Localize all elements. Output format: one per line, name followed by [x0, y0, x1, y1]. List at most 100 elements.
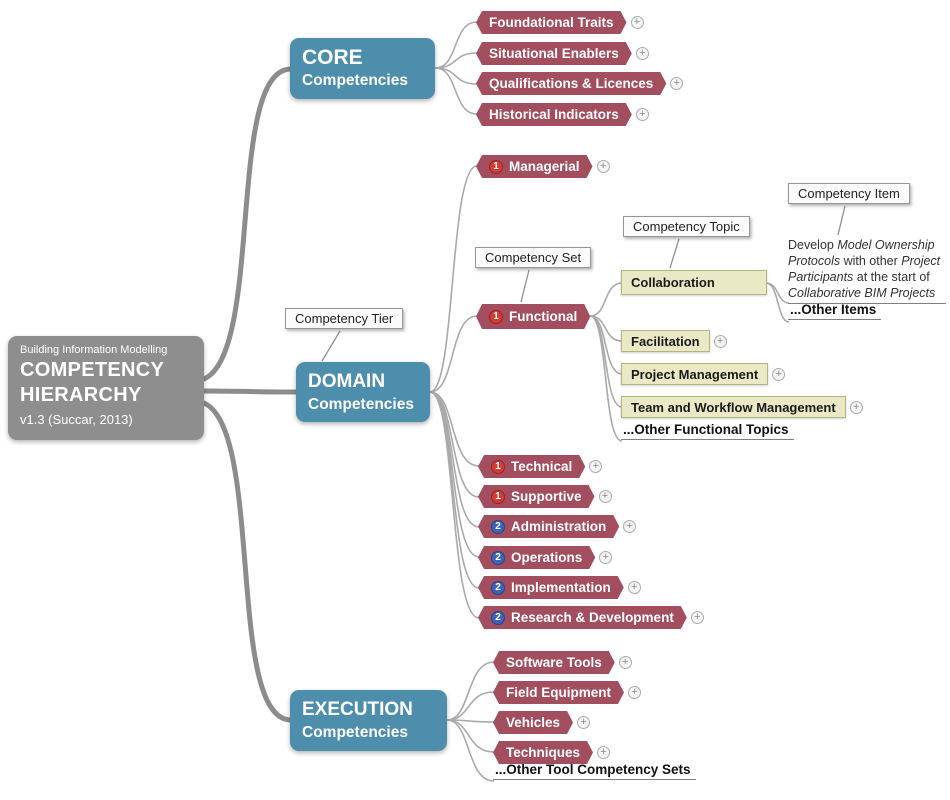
- connector: [765, 282, 790, 323]
- node-other-tool-competency-sets[interactable]: ...Other Tool Competency Sets: [493, 762, 696, 780]
- node-collaboration[interactable]: Collaboration: [621, 270, 767, 295]
- tier2-badge-icon: 2: [491, 520, 505, 534]
- expand-icon[interactable]: +: [618, 656, 632, 669]
- node-foundational-traits[interactable]: Foundational Traits: [476, 11, 627, 34]
- node-row: 2 Operations +: [478, 546, 613, 569]
- node-row: Facilitation +: [621, 330, 727, 352]
- node-label: Technical: [511, 459, 573, 474]
- tier2-badge-icon: 2: [491, 581, 505, 595]
- node-other-functional-topics[interactable]: ...Other Functional Topics: [621, 422, 794, 440]
- expand-icon[interactable]: +: [630, 16, 644, 29]
- callout-competency-topic[interactable]: Competency Topic: [623, 216, 750, 237]
- item-text-italic: Model Ownership Protocols: [788, 238, 935, 268]
- node-other-items[interactable]: ...Other Items: [788, 302, 882, 320]
- node-label: Team and Workflow Management: [631, 399, 836, 415]
- expand-icon[interactable]: +: [627, 581, 641, 594]
- node-label: Software Tools: [506, 655, 602, 670]
- expand-icon[interactable]: +: [599, 551, 613, 564]
- node-label: Facilitation: [631, 333, 700, 349]
- node-competency-item-text[interactable]: Develop Model Ownership Protocols with o…: [788, 237, 946, 304]
- tier2-badge-icon: 2: [491, 611, 505, 625]
- node-administration[interactable]: 2 Administration: [478, 515, 619, 538]
- core-branch-node[interactable]: CORE Competencies: [290, 38, 435, 99]
- node-qualifications-licences[interactable]: Qualifications & Licences: [476, 72, 666, 95]
- node-label: Operations: [511, 550, 583, 565]
- expand-icon[interactable]: +: [635, 47, 649, 60]
- expand-icon[interactable]: +: [849, 400, 863, 414]
- node-row: Field Equipment +: [493, 681, 642, 704]
- node-label: Project Management: [631, 366, 759, 382]
- node-functional[interactable]: 1 Functional: [476, 304, 590, 329]
- node-historical-indicators[interactable]: Historical Indicators: [476, 103, 632, 126]
- node-label: Techniques: [506, 745, 581, 760]
- node-row: Situational Enablers +: [476, 42, 649, 65]
- tier1-badge-icon: 1: [491, 460, 505, 474]
- node-technical[interactable]: 1 Technical: [478, 455, 585, 478]
- expand-icon[interactable]: +: [670, 77, 684, 90]
- callout-competency-set[interactable]: Competency Set: [475, 247, 592, 268]
- node-label: Qualifications & Licences: [489, 76, 654, 91]
- node-row: Collaboration: [621, 270, 767, 295]
- node-row: Qualifications & Licences +: [476, 72, 684, 95]
- node-vehicles[interactable]: Vehicles: [493, 711, 573, 734]
- node-row: 1 Managerial +: [476, 155, 610, 178]
- execution-branch-node[interactable]: EXECUTION Competencies: [290, 690, 447, 751]
- node-techniques[interactable]: Techniques: [493, 741, 593, 764]
- expand-icon[interactable]: +: [628, 686, 642, 699]
- node-implementation[interactable]: 2 Implementation: [478, 576, 624, 599]
- tier1-badge-icon: 1: [491, 490, 505, 504]
- node-operations[interactable]: 2 Operations: [478, 546, 595, 569]
- expand-icon[interactable]: +: [690, 611, 704, 624]
- node-project-management[interactable]: Project Management: [621, 363, 769, 385]
- node-facilitation[interactable]: Facilitation: [621, 330, 710, 352]
- expand-icon[interactable]: +: [577, 716, 591, 729]
- tier1-badge-icon: 1: [489, 310, 503, 324]
- callout-leader: [520, 269, 530, 303]
- core-subtitle: Competencies: [302, 72, 408, 89]
- node-row: 2 Administration +: [478, 515, 637, 538]
- callout-leader: [321, 330, 341, 362]
- node-row: 2 Research & Development +: [478, 606, 704, 629]
- node-supportive[interactable]: 1 Supportive: [478, 485, 595, 508]
- domain-branch-node[interactable]: DOMAIN Competencies: [296, 362, 430, 422]
- callout-leader: [837, 205, 846, 236]
- expand-icon[interactable]: +: [589, 460, 603, 473]
- node-managerial[interactable]: 1 Managerial: [476, 155, 593, 178]
- expand-icon[interactable]: +: [635, 108, 649, 121]
- node-label: Situational Enablers: [489, 46, 619, 61]
- callout-competency-item[interactable]: Competency Item: [788, 183, 910, 204]
- connector: [434, 67, 478, 85]
- expand-icon[interactable]: +: [772, 367, 786, 381]
- node-team-workflow-management[interactable]: Team and Workflow Management: [621, 396, 846, 418]
- expand-icon[interactable]: +: [597, 746, 611, 759]
- connector: [434, 67, 478, 115]
- node-software-tools[interactable]: Software Tools: [493, 651, 615, 674]
- item-text-part: with other: [840, 254, 902, 268]
- node-row: Foundational Traits +: [476, 11, 644, 34]
- core-title: CORE: [302, 46, 363, 69]
- expand-icon[interactable]: +: [596, 160, 610, 173]
- connector: [434, 21, 478, 69]
- node-field-equipment[interactable]: Field Equipment: [493, 681, 624, 704]
- connector-root-execution: [201, 400, 294, 723]
- item-text-part: at the start of: [853, 270, 930, 284]
- node-situational-enablers[interactable]: Situational Enablers: [476, 42, 632, 65]
- node-label: Managerial: [509, 159, 580, 174]
- expand-icon[interactable]: +: [713, 334, 727, 348]
- connector: [446, 719, 495, 782]
- node-label: Research & Development: [511, 610, 674, 625]
- node-label: Historical Indicators: [489, 107, 619, 122]
- callout-competency-tier[interactable]: Competency Tier: [285, 308, 404, 329]
- node-row: Vehicles +: [493, 711, 591, 734]
- expand-icon[interactable]: +: [598, 490, 612, 503]
- root-node[interactable]: Building Information Modelling COMPETENC…: [8, 336, 204, 440]
- node-research-development[interactable]: 2 Research & Development: [478, 606, 687, 629]
- node-label: Foundational Traits: [489, 15, 614, 30]
- node-label: Functional: [509, 309, 578, 324]
- expand-icon[interactable]: +: [623, 520, 637, 533]
- item-text-italic: Collaborative BIM Projects: [788, 286, 936, 300]
- node-label: Vehicles: [506, 715, 561, 730]
- callout-leader: [669, 238, 680, 269]
